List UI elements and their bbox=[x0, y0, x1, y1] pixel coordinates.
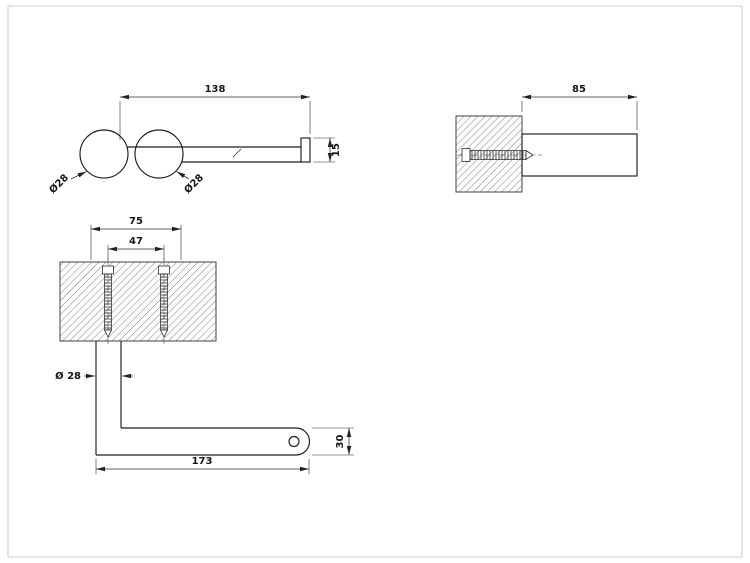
dim-arm-height-label: 30 bbox=[335, 435, 346, 449]
dim-138: 138 bbox=[119, 84, 311, 140]
screw-right-tip bbox=[159, 329, 169, 338]
screw-left-tip bbox=[103, 329, 113, 338]
screw-left-head bbox=[102, 265, 114, 275]
screw-tip-side bbox=[525, 149, 534, 161]
dim-30: 30 bbox=[312, 427, 354, 456]
post-circle-right bbox=[134, 129, 184, 179]
side-view: 85 bbox=[455, 84, 638, 193]
top-view: 138 15 Ø28 Ø28 bbox=[47, 84, 342, 196]
center-mark bbox=[232, 148, 242, 158]
screw-right bbox=[158, 258, 170, 344]
screw-right-thread bbox=[160, 273, 168, 331]
post1-diameter-label: Ø28 bbox=[47, 172, 71, 196]
dim-post-diameter-label: Ø 28 bbox=[55, 370, 81, 382]
dim-85: 85 bbox=[521, 84, 638, 130]
post2-diameter-label: Ø28 bbox=[182, 172, 206, 196]
wall-section-front bbox=[59, 261, 217, 342]
page-border bbox=[7, 5, 743, 558]
dim-15: 15 bbox=[313, 137, 342, 163]
post-circle-left bbox=[79, 129, 129, 179]
dim-post1-diameter: Ø28 bbox=[47, 171, 87, 196]
dim-173: 173 bbox=[95, 456, 310, 474]
screw-side bbox=[457, 148, 542, 162]
dim-end-depth-label: 15 bbox=[331, 143, 342, 157]
dim-47: 47 bbox=[107, 236, 165, 260]
dim-depth-label: 85 bbox=[572, 84, 586, 95]
holder-body-front bbox=[95, 341, 311, 456]
dim-arm-length-label: 173 bbox=[192, 456, 213, 467]
screw-head-side bbox=[461, 148, 471, 162]
dim-hole-spacing-label: 47 bbox=[129, 236, 143, 247]
end-pin-detail bbox=[288, 435, 300, 448]
top-view-arm bbox=[127, 137, 311, 163]
dim-plate-width-label: 75 bbox=[129, 216, 143, 227]
dim-diameter-28: Ø 28 bbox=[55, 370, 133, 382]
screw-left-thread bbox=[104, 273, 112, 331]
screw-left bbox=[102, 258, 114, 344]
front-view: 75 47 Ø 28 30 bbox=[55, 216, 354, 474]
dim-post2-diameter: Ø28 bbox=[176, 171, 206, 196]
screw-right-head bbox=[158, 265, 170, 275]
arm-rounded-end bbox=[295, 427, 311, 456]
arm-end-cap bbox=[300, 137, 311, 163]
screw-thread-side bbox=[469, 150, 527, 160]
dim-length-label: 138 bbox=[205, 84, 226, 95]
dim-75: 75 bbox=[90, 216, 182, 260]
